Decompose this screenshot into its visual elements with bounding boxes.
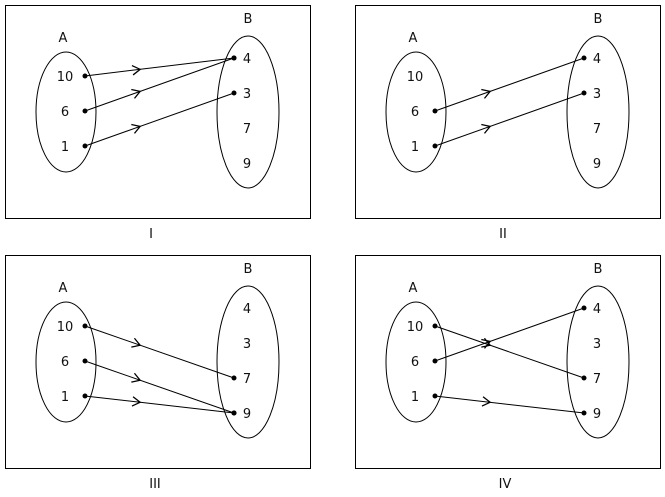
set-a-ellipse xyxy=(385,51,447,173)
set-a-element: 6 xyxy=(411,105,419,120)
point-dot xyxy=(231,410,237,416)
point-dot xyxy=(82,143,88,149)
point-dot xyxy=(432,323,438,329)
arrowhead-icon xyxy=(481,88,492,99)
mapping-arrow-6-to-4 xyxy=(82,55,237,114)
point-dot xyxy=(82,108,88,114)
set-a-element: 1 xyxy=(411,390,419,405)
set-b-element: 4 xyxy=(243,302,251,317)
set-a-ellipse xyxy=(35,301,97,423)
set-a-element: 10 xyxy=(57,70,74,85)
panel-frame xyxy=(5,5,311,219)
panel-iii: A B 10 6 1 4 3 7 9 xyxy=(5,255,311,469)
panel-frame xyxy=(5,255,311,469)
mapping-arrow-1-to-9 xyxy=(82,393,237,416)
set-a-ellipse xyxy=(385,301,447,423)
set-a-element: 6 xyxy=(411,355,419,370)
point-dot xyxy=(581,55,587,61)
arrowhead-icon xyxy=(481,396,492,407)
point-dot xyxy=(82,73,88,79)
set-b-element: 3 xyxy=(243,337,251,352)
point-dot xyxy=(432,108,438,114)
arrowhead-icon xyxy=(481,123,492,134)
mapping-arrow-10-to-7 xyxy=(82,323,237,381)
mapping-arrow-6-to-9 xyxy=(82,358,237,416)
arrowhead-icon xyxy=(131,64,142,76)
panel-caption: III xyxy=(149,477,161,492)
arrowhead-icon xyxy=(131,372,142,383)
point-dot xyxy=(432,358,438,364)
arrowhead-icon xyxy=(131,123,142,134)
set-b-element: 9 xyxy=(243,157,251,172)
set-a-element: 1 xyxy=(411,140,419,155)
set-b-ellipse xyxy=(566,285,630,439)
set-b-label: B xyxy=(594,12,603,27)
set-a-label: A xyxy=(59,281,68,296)
set-a-element: 10 xyxy=(407,70,424,85)
set-b-element: 7 xyxy=(243,122,251,137)
panel-frame xyxy=(355,5,661,219)
point-dot xyxy=(581,375,587,381)
point-dot xyxy=(82,323,88,329)
panel-iv: A B 10 6 1 4 3 7 9 xyxy=(355,255,661,469)
arrowhead-icon xyxy=(131,337,142,348)
set-b-element: 7 xyxy=(243,372,251,387)
mapping-arrow-10-to-4 xyxy=(82,55,237,79)
set-b-element: 9 xyxy=(243,407,251,422)
set-b-ellipse xyxy=(216,35,280,189)
set-b-element: 7 xyxy=(593,372,601,387)
set-b-label: B xyxy=(594,262,603,277)
point-dot xyxy=(432,143,438,149)
point-dot xyxy=(581,90,587,96)
set-b-element: 9 xyxy=(593,157,601,172)
set-a-label: A xyxy=(409,281,418,296)
point-dot xyxy=(231,375,237,381)
point-dot xyxy=(231,90,237,96)
point-dot xyxy=(231,55,237,61)
arrowhead-icon xyxy=(481,338,492,349)
set-b-element: 3 xyxy=(593,87,601,102)
point-dot xyxy=(82,358,88,364)
mapping-arrow-6-to-4 xyxy=(432,55,587,114)
set-a-element: 1 xyxy=(61,390,69,405)
panel-frame xyxy=(355,255,661,469)
point-dot xyxy=(581,410,587,416)
set-a-element: 10 xyxy=(407,320,424,335)
set-b-label: B xyxy=(244,12,253,27)
panel-ii: A B 10 6 1 4 3 7 9 xyxy=(355,5,661,219)
set-b-ellipse xyxy=(216,285,280,439)
set-a-element: 6 xyxy=(61,105,69,120)
panel-i: A B 10 6 1 4 3 7 9 xyxy=(5,5,311,219)
panel-caption: IV xyxy=(499,477,512,492)
set-a-element: 6 xyxy=(61,355,69,370)
set-a-element: 1 xyxy=(61,140,69,155)
set-b-element: 9 xyxy=(593,407,601,422)
point-dot xyxy=(82,393,88,399)
point-dot xyxy=(432,393,438,399)
panel-caption: I xyxy=(149,227,153,242)
mapping-arrow-10-to-7 xyxy=(432,323,587,381)
set-a-element: 10 xyxy=(57,320,74,335)
panel-caption: II xyxy=(499,227,507,242)
set-a-label: A xyxy=(59,31,68,46)
mapping-arrow-1-to-3 xyxy=(432,90,587,149)
set-a-label: A xyxy=(409,31,418,46)
arrowhead-icon xyxy=(131,88,142,99)
set-b-ellipse xyxy=(566,35,630,189)
set-b-element: 4 xyxy=(593,302,601,317)
set-a-ellipse xyxy=(35,51,97,173)
set-b-element: 3 xyxy=(243,87,251,102)
set-b-element: 3 xyxy=(593,337,601,352)
mapping-arrow-1-to-3 xyxy=(82,90,237,149)
mapping-arrow-1-to-9 xyxy=(432,393,587,416)
mapping-arrow-6-to-4 xyxy=(432,305,587,364)
set-b-label: B xyxy=(244,262,253,277)
arrowhead-icon xyxy=(131,396,142,407)
set-b-element: 4 xyxy=(243,52,251,67)
set-b-element: 7 xyxy=(593,122,601,137)
set-b-element: 4 xyxy=(593,52,601,67)
point-dot xyxy=(581,305,587,311)
